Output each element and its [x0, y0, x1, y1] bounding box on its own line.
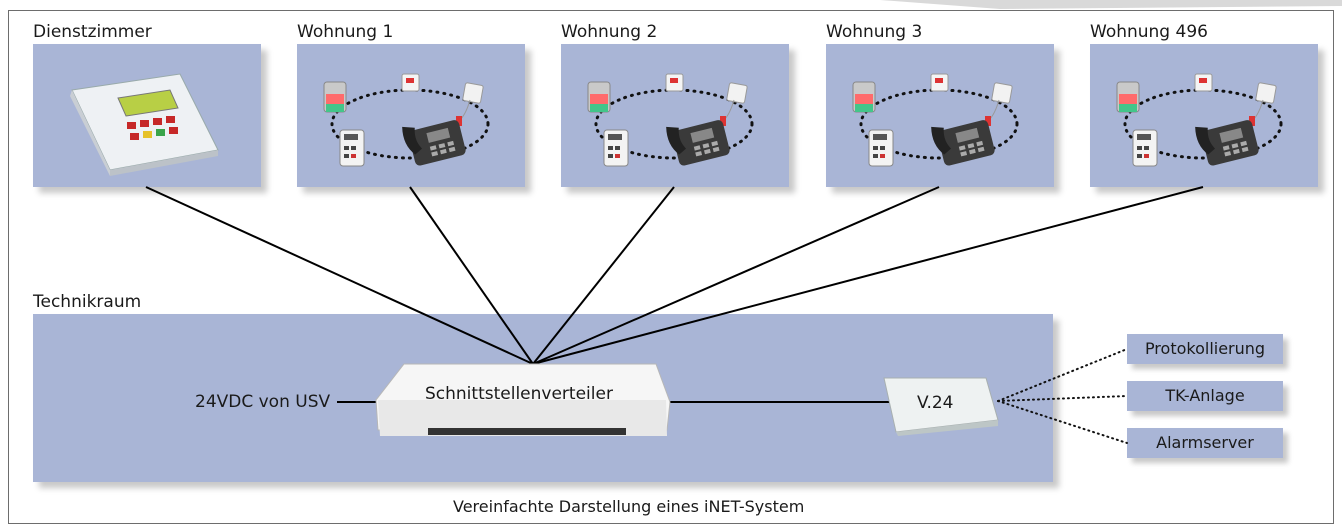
- room-label-dienstzimmer: Dienstzimmer: [33, 22, 152, 42]
- apartment-devices-icon-2: [586, 72, 754, 170]
- technikraum-label: Technikraum: [33, 292, 142, 312]
- distributor-box: [375, 363, 671, 436]
- room-label-wohnung-2: Wohnung 2: [561, 22, 658, 42]
- room-label-wohnung-496: Wohnung 496: [1090, 22, 1208, 42]
- output-alarmserver: Alarmserver: [1127, 428, 1283, 458]
- apartment-devices-icon-4: [1115, 72, 1283, 170]
- distributor-label: Schnittstellenverteiler: [425, 384, 613, 404]
- output-connections: [997, 348, 1128, 444]
- apartment-devices-icon-3: [851, 72, 1019, 170]
- caption: Vereinfachte Darstellung eines iNET-Syst…: [453, 497, 805, 516]
- output-protokollierung: Protokollierung: [1127, 334, 1283, 364]
- top-decoration: [880, 0, 1342, 9]
- output-tk-anlage: TK-Anlage: [1127, 381, 1283, 411]
- power-label: 24VDC von USV: [195, 392, 331, 412]
- room-label-wohnung-1: Wohnung 1: [297, 22, 394, 42]
- room-label-wohnung-3: Wohnung 3: [826, 22, 923, 42]
- room-connections: [145, 186, 1204, 365]
- v24-box: [883, 377, 999, 436]
- apartment-devices-icon-1: [322, 72, 490, 170]
- v24-label: V.24: [917, 393, 954, 413]
- control-terminal-icon: [70, 73, 219, 176]
